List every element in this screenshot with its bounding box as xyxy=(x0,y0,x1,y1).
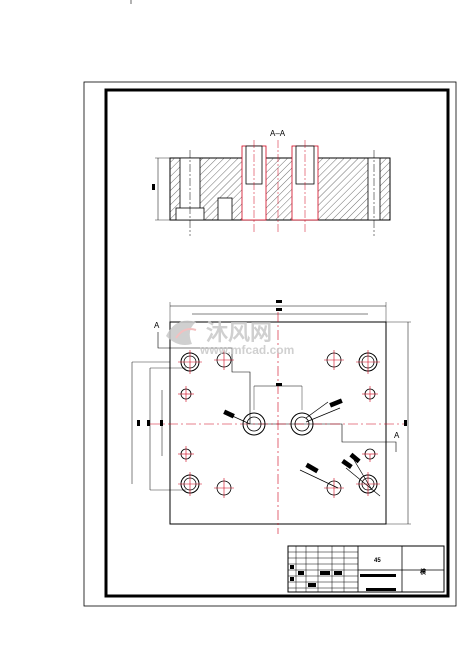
watermark-url: www.mfcad.com xyxy=(199,343,294,357)
title-part-cell: 45 xyxy=(374,558,381,564)
outer-frame xyxy=(83,81,457,607)
title-code-cell: 模 xyxy=(420,568,427,576)
inner-border xyxy=(104,88,450,598)
watermark-logo-icon xyxy=(166,320,197,345)
title-block: 45 模 xyxy=(287,545,445,593)
watermark: 沐风网 www.mfcad.com xyxy=(166,320,294,357)
section-marker-left: A xyxy=(154,321,160,330)
section-marker-right: A xyxy=(394,431,400,440)
plan-view: A A xyxy=(131,300,411,534)
section-label: A–A xyxy=(270,129,286,138)
watermark-brand: 沐风网 xyxy=(206,320,272,345)
section-view: A–A xyxy=(152,129,391,236)
